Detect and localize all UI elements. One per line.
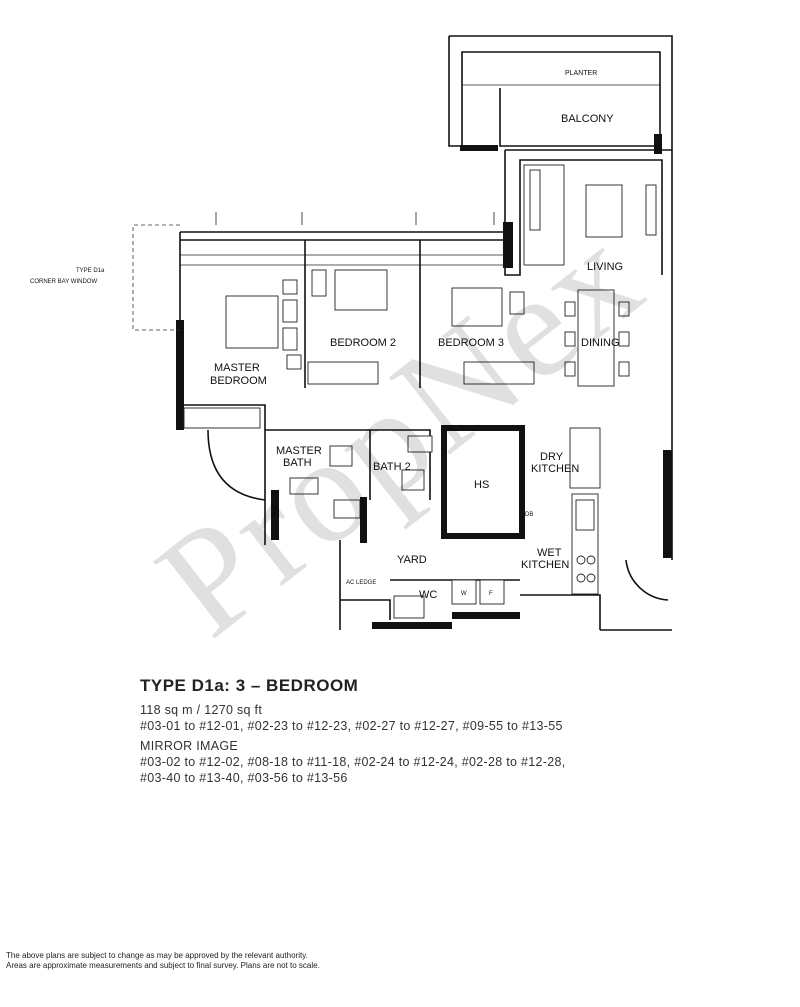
bedrooms: MASTER BEDROOM BEDROOM 2 BEDROOM 3 [180,240,535,430]
bedroom3-label: BEDROOM 3 [438,337,504,349]
dining-label: DINING [581,337,620,349]
disclaimer-line-2: Areas are approximate measurements and s… [6,961,320,970]
balcony-label: BALCONY [561,113,614,125]
service-areas: MASTER BATH BATH 2 HS DB DRY KITCHEN WET… [207,425,672,631]
floor-plan-diagram: PLANTER BALCONY TYPE D1a CORNER BAY WIND… [30,35,673,631]
master-bath-label-1: MASTER [276,445,322,457]
washer-label: W [461,591,467,597]
unit-area: 118 sq m / 1270 sq ft [140,703,263,717]
wet-kitchen-label-2: KITCHEN [521,559,569,571]
dry-kitchen-label-2: KITCHEN [531,463,579,475]
planter-label: PLANTER [565,70,597,77]
balcony-area: PLANTER BALCONY [448,35,673,154]
master-bedroom-label-1: MASTER [214,362,260,374]
outer-walls: TYPE D1a CORNER BAY WINDOW [30,149,673,560]
yard-label: YARD [397,554,427,566]
ac-ledge-label: AC LEDGE [346,580,376,586]
master-bath-label-2: BATH [283,457,312,469]
master-bedroom-label-2: BEDROOM [210,375,267,387]
disclaimer-line-1: The above plans are subject to change as… [6,951,308,960]
bay-window-label-1: TYPE D1a [76,268,105,274]
living-label: LIVING [587,261,623,273]
mirror-units-line-2: #03-40 to #13-40, #03-56 to #13-56 [140,771,348,785]
unit-info: TYPE D1a: 3 – BEDROOM 118 sq m / 1270 sq… [140,676,760,786]
unit-type-title: TYPE D1a: 3 – BEDROOM [140,676,359,695]
living-dining: LIVING DINING [523,164,657,387]
mirror-units-line-1: #03-02 to #12-02, #08-18 to #11-18, #02-… [140,755,566,769]
dry-kitchen-label-1: DRY [540,451,564,463]
mirror-heading: MIRROR IMAGE [140,739,239,753]
disclaimer: The above plans are subject to change as… [6,951,426,971]
db-label: DB [525,512,533,518]
bedroom2-label: BEDROOM 2 [330,337,396,349]
wet-kitchen-label-1: WET [537,547,562,559]
wc-label: WC [419,589,437,601]
bay-window-label-2: CORNER BAY WINDOW [30,279,97,285]
unit-numbers: #03-01 to #12-01, #02-23 to #12-23, #02-… [140,719,563,733]
hs-label: HS [474,479,489,491]
bath2-label: BATH 2 [373,461,411,473]
fridge-label: F [489,591,493,597]
